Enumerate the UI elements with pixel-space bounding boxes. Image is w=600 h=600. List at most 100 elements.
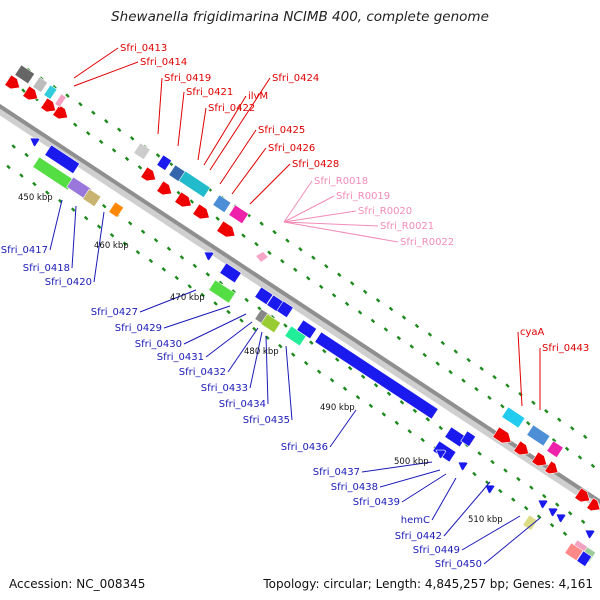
scale-tick (24, 152, 29, 158)
scale-tick (155, 153, 161, 158)
reverse-label-leader (93, 211, 105, 283)
scale-tick (187, 284, 192, 289)
scale-tick (215, 216, 220, 221)
scale-tick (303, 360, 309, 366)
reverse-label: Sfri_0437 (313, 467, 360, 478)
reverse-label-leader (379, 469, 441, 488)
scale-tick (401, 315, 407, 320)
scale-tick (474, 386, 479, 392)
forward-label-leader (197, 107, 207, 161)
scale-tick (309, 340, 314, 345)
reverse-gene-arrow (555, 513, 567, 524)
scale-tick (567, 510, 573, 516)
forward-gene-box-shape (212, 194, 232, 214)
forward-label-leader (157, 77, 163, 135)
scale-tick (166, 246, 172, 252)
reverse-label-leader (483, 517, 541, 565)
scale-tick (344, 301, 350, 307)
forward-gene-shape (192, 203, 210, 220)
scale-tick (280, 258, 285, 264)
scale-tick (85, 131, 91, 136)
forward-gene-box-shape (43, 84, 58, 100)
scale-tick (523, 505, 529, 511)
forward-label: Sfri_0443 (542, 343, 589, 354)
forward-label: cyaA (520, 327, 545, 338)
reverse-gene-arrow (484, 484, 496, 495)
reverse-label: Sfri_0433 (201, 383, 248, 394)
scale-tick (498, 488, 503, 494)
reverse-label: Sfri_0436 (281, 442, 328, 453)
scale-tick (278, 343, 283, 349)
scale-tick (189, 199, 195, 204)
scale-tick (355, 395, 361, 400)
scale-tick (531, 400, 536, 405)
forward-gene-box (526, 424, 551, 447)
reverse-gene-shape (260, 313, 282, 334)
reverse-label-leader (461, 515, 521, 551)
reverse-label-leader (205, 321, 253, 358)
scale-tick (407, 429, 412, 434)
reverse-label-leader (401, 473, 447, 503)
rna-label-leader (283, 221, 379, 227)
forward-gene (52, 104, 69, 120)
scale-tick (179, 255, 185, 260)
reverse-label: Sfri_0418 (23, 263, 70, 274)
scale-tick (21, 88, 26, 93)
reverse-label-leader (163, 305, 231, 329)
forward-gene-box-shape (54, 93, 67, 108)
forward-label: ilvM (248, 91, 268, 102)
scale-tick (19, 173, 24, 178)
scale-tick (511, 497, 516, 502)
forward-gene-box-shape (501, 406, 526, 429)
scale-tick (383, 327, 389, 332)
scale-tick (91, 110, 96, 115)
reverse-gene (576, 550, 593, 567)
forward-gene-box (228, 204, 250, 225)
scale-tick (555, 502, 560, 507)
reverse-gene (254, 286, 274, 306)
scale-tick (293, 267, 298, 273)
scale-tick (526, 421, 531, 426)
reverse-gene-shape (208, 279, 236, 304)
accession-text: Accession: NC_008345 (9, 577, 146, 591)
scale-tick (129, 136, 135, 141)
reverse-gene-shape (460, 430, 477, 447)
scale-tick (422, 352, 427, 358)
reverse-label-leader (227, 327, 259, 373)
reverse-gene-shape (576, 550, 593, 567)
scale-tick (316, 369, 322, 374)
scale-tick (580, 519, 586, 524)
forward-gene-shape (174, 191, 192, 208)
reverse-label: Sfri_0450 (435, 559, 482, 570)
scale-tick (153, 238, 159, 243)
forward-gene-shape (40, 97, 57, 113)
scale-tick (477, 451, 482, 456)
forward-label: Sfri_0422 (208, 103, 255, 114)
reverse-label: Sfri_0429 (115, 323, 162, 334)
reverse-label: Sfri_0427 (91, 307, 138, 318)
forward-gene-box (546, 440, 564, 459)
reverse-gene-arrow (537, 499, 549, 510)
scale-tick (11, 144, 16, 149)
forward-gene-box-shape (133, 142, 151, 161)
scale-tick (479, 366, 484, 371)
scale-tick (349, 281, 355, 286)
reverse-gene (564, 542, 584, 562)
reverse-gene-shape (44, 144, 81, 175)
scale-tick (420, 437, 425, 443)
reverse-label-leader (139, 289, 197, 313)
reverse-label-leader (183, 313, 247, 345)
reverse-gene (219, 262, 242, 284)
scale-tick (318, 284, 324, 290)
forward-gene (140, 166, 157, 182)
scale-tick (427, 332, 433, 337)
scale-tick (334, 357, 340, 362)
scale-tick (569, 426, 575, 431)
reverse-gene-arrow-shape (435, 449, 447, 460)
scale-tick (135, 250, 141, 255)
scale-tick (109, 232, 115, 238)
scale-tick (557, 417, 562, 423)
forward-gene (492, 426, 512, 444)
scale-tick (127, 220, 133, 226)
